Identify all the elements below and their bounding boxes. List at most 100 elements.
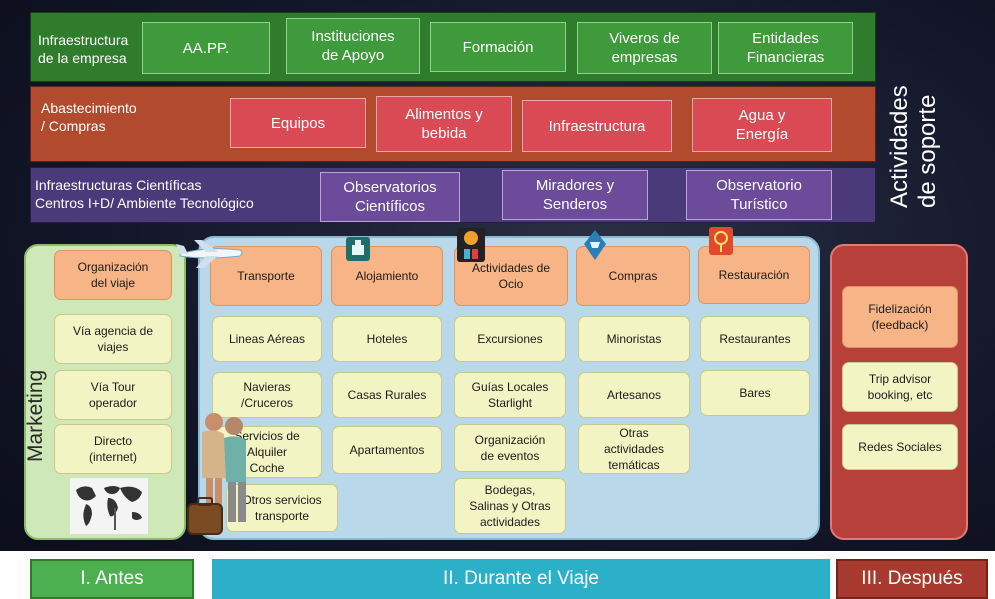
cell-text: Ocio	[498, 277, 524, 291]
box-agua: Agua y Energía	[692, 98, 832, 152]
cell-text: Fidelización	[868, 302, 932, 316]
leisure-icon	[457, 228, 485, 262]
box-text: Observatorio	[716, 177, 802, 194]
cell-text: Servicios de	[234, 429, 300, 443]
box-text: de Apoyo	[321, 47, 385, 64]
cell-text: Vía agencia de	[72, 324, 154, 338]
cell-text: Coche	[249, 461, 285, 475]
side-label-line: de soporte	[914, 94, 941, 208]
during-item: Apartamentos	[332, 426, 442, 474]
support-side-label: Actividades de soporte	[886, 85, 942, 208]
cell-text: Directo	[93, 434, 132, 448]
during-item: Guías Locales Starlight	[454, 372, 566, 418]
travelers-icon	[187, 413, 246, 535]
cell-text: temáticas	[608, 458, 660, 472]
marketing-item: Vía agencia de viajes	[54, 314, 172, 364]
box-text: AA.PP.	[182, 39, 230, 57]
box-instituciones: Instituciones de Apoyo	[286, 18, 420, 74]
side-label-line: Actividades	[886, 85, 913, 208]
cell-text: Apartamentos	[349, 443, 425, 457]
row-label-line: Centros I+D/ Ambiente Tecnológico	[35, 195, 254, 211]
row-label: Infraestructura de la empresa	[38, 31, 158, 67]
cell-text: Artesanos	[606, 388, 662, 402]
box-formacion: Formación	[430, 22, 566, 72]
box-text: Alimentos y	[405, 106, 483, 123]
after-item: Trip advisor booking, etc	[842, 362, 958, 412]
cell-text: Bodegas,	[484, 483, 536, 497]
phase-label: I. Antes	[80, 568, 144, 589]
cell-text: transporte	[254, 509, 310, 523]
airplane-icon	[176, 240, 243, 268]
phase-label: III. Después	[861, 568, 963, 589]
during-item: Navieras /Cruceros	[212, 372, 322, 418]
phase-despues: III. Después	[836, 559, 988, 599]
cell-text: Trip advisor	[868, 372, 932, 386]
during-item: Excursiones	[454, 316, 566, 362]
during-item: Restaurantes	[700, 316, 810, 362]
cell-text: Redes Sociales	[858, 440, 942, 454]
cell-text: de eventos	[480, 449, 540, 463]
cell-text: Casas Rurales	[347, 388, 427, 402]
box-text: Financieras	[746, 49, 825, 66]
box-text: Viveros de	[609, 30, 680, 47]
box-text: Instituciones	[311, 28, 395, 45]
marketing-label-text: Marketing	[24, 369, 47, 462]
box-text: bebida	[421, 125, 467, 142]
cell-text: Guías Locales	[471, 380, 549, 394]
box-text: Equipos	[270, 114, 326, 132]
during-header-restauracion: Restauración	[698, 246, 810, 304]
box-text: Formación	[462, 38, 534, 56]
cell-text: Vía Tour	[90, 380, 136, 394]
box-text: Entidades	[752, 30, 819, 47]
box-observatorios-cientificos: Observatorios Científicos	[320, 172, 460, 222]
cell-text: Organización	[77, 260, 149, 274]
box-text: Miradores y	[535, 177, 615, 194]
cell-text: viajes	[97, 340, 129, 354]
cell-text: Actividades de	[471, 261, 551, 275]
box-alimentos: Alimentos y bebida	[376, 96, 512, 152]
during-item: Organización de eventos	[454, 424, 566, 472]
cell-text: /Cruceros	[240, 396, 293, 410]
after-item: Fidelización (feedback)	[842, 286, 958, 348]
restaurant-icon	[709, 227, 733, 255]
cell-text: Starlight	[487, 396, 533, 410]
cell-text: actividades	[479, 515, 541, 529]
row-label: Infraestructuras Científicas Centros I+D…	[35, 176, 325, 212]
hotel-icon	[346, 237, 370, 261]
during-item: Lineas Aéreas	[212, 316, 322, 362]
cell-text: Bares	[739, 386, 771, 400]
box-text: empresas	[611, 49, 678, 66]
phase-label: II. Durante el Viaje	[443, 568, 599, 589]
marketing-item: Directo (internet)	[54, 424, 172, 474]
cell-text: Restaurantes	[719, 332, 791, 346]
cell-text: Otras	[619, 426, 649, 440]
cell-text: operador	[88, 396, 138, 410]
cell-text: del viaje	[90, 276, 136, 290]
cell-text: (feedback)	[871, 318, 929, 332]
during-item: Hoteles	[332, 316, 442, 362]
during-item: Otras actividades temáticas	[578, 424, 690, 474]
box-text: Energía	[735, 126, 789, 143]
during-item: Minoristas	[578, 316, 690, 362]
row-label: Abastecimiento / Compras	[41, 99, 201, 135]
box-observatorio-turistico: Observatorio Turístico	[686, 170, 832, 220]
marketing-item: Vía Tour operador	[54, 370, 172, 420]
box-viveros: Viveros de empresas	[577, 22, 712, 74]
row-label-line: Infraestructuras Científicas	[35, 177, 202, 193]
box-text: Turístico	[730, 196, 788, 213]
during-item: Bodegas, Salinas y Otras actividades	[454, 478, 566, 534]
box-infraestructura: Infraestructura	[522, 100, 672, 152]
cell-text: (internet)	[88, 450, 138, 464]
cell-text: booking, etc	[867, 388, 933, 402]
phase-antes: I. Antes	[30, 559, 194, 599]
during-item: Casas Rurales	[332, 372, 442, 418]
during-item: Artesanos	[578, 372, 690, 418]
cell-text: Excursiones	[477, 332, 543, 346]
world-map-icon	[70, 478, 148, 534]
cell-text: Lineas Aéreas	[228, 332, 306, 346]
cell-text: Alojamiento	[355, 269, 419, 283]
during-item: Bares	[700, 370, 810, 416]
box-text: Agua y	[738, 107, 786, 124]
cell-text: Otros servicios	[242, 493, 322, 507]
after-item: Redes Sociales	[842, 424, 958, 470]
